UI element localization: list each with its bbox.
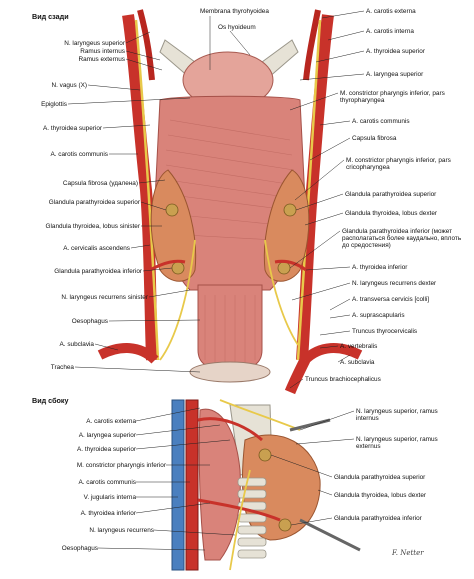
lateral-view xyxy=(171,399,361,571)
lateral-recurrent-nerve xyxy=(229,469,251,571)
label-bottom-a-carotis-externa: A. carotis externa xyxy=(86,418,136,425)
label-a-carotis-externa: A. carotis externa xyxy=(366,8,416,15)
label-bottom-a-thyroidea-inferior: A. thyroidea inferior xyxy=(80,510,136,517)
retractor-lower xyxy=(299,518,361,552)
label-a-carotis-communis-left: A. carotis communis xyxy=(50,151,108,158)
lateral-superior-laryngeal-nerve xyxy=(219,399,301,431)
label-a-carotis-interna: A. carotis interna xyxy=(366,28,414,35)
label-n-laryngeus-superior: N. laryngeus superior xyxy=(64,40,125,47)
label-a-vertebralis: A. vertebralis xyxy=(340,343,378,350)
label-bottom-parathyroidea-inferior: Glandula parathyroidea inferior xyxy=(334,515,422,522)
lateral-parathyroid-inferior xyxy=(278,518,292,532)
header-lateral-view: Вид сбоку xyxy=(32,396,69,405)
label-bottom-n-laryngeus-recurrens: N. laryngeus recurrens xyxy=(89,527,154,534)
left-subclavian xyxy=(97,343,159,364)
label-truncus-brachiocephalicus: Truncus brachiocephalicus xyxy=(305,376,381,383)
label-bottom-constrictor: M. constrictor pharyngis inferior xyxy=(76,462,166,469)
label-parathyroidea-superior-right: Glandula parathyroidea superior xyxy=(345,191,437,198)
brachiocephalic-trunk xyxy=(284,357,310,395)
label-bottom-parathyroidea-superior: Glandula parathyroidea superior xyxy=(334,474,426,481)
label-constrictor-thyropharyngea: M. constrictor pharyngis inferior, pars … xyxy=(340,90,445,104)
lateral-superior-thyroid-artery xyxy=(197,417,263,442)
left-recurrent-laryngeal-nerve xyxy=(159,239,196,361)
label-parathyroidea-inferior-left: Glandula parathyroidea inferior xyxy=(54,268,142,275)
label-a-laryngea-superior: A. laryngea superior xyxy=(366,71,424,78)
label-capsula-fibrosa-removed: Capsula fibrosa (удалена) xyxy=(62,180,138,187)
label-a-suprascapularis: A. suprascapularis xyxy=(352,312,405,319)
label-ramus-externus: Ramus externus xyxy=(78,56,125,63)
label-bottom-a-carotis-communis: A. carotis communis xyxy=(78,479,136,486)
left-vagus-nerve xyxy=(134,19,160,361)
label-n-laryngeus-recurrens-sinister: N. laryngeus recurrens sinister xyxy=(61,294,148,301)
label-os-hyoideum: Os hyoideum xyxy=(218,24,256,31)
label-a-carotis-communis-right: A. carotis communis xyxy=(352,118,410,125)
trachea xyxy=(189,361,271,383)
label-thyroidea-lobus-dexter: Glandula thyroidea, lobus dexter xyxy=(345,210,438,217)
label-constrictor-cricopharyngea: M. constrictor pharyngis inferior, pars … xyxy=(346,157,451,171)
label-parathyroidea-superior-left: Glandula parathyroidea superior xyxy=(48,199,140,206)
label-n-vagus: N. vagus (X) xyxy=(51,82,87,89)
left-external-carotid xyxy=(137,9,155,81)
retractor-upper xyxy=(289,418,331,432)
label-a-subclavia-left: A. subclavia xyxy=(59,341,94,348)
label-capsula-fibrosa: Capsula fibrosa xyxy=(352,135,397,142)
label-truncus-thyrocervicalis: Truncus thyrocervicalis xyxy=(352,328,418,335)
parathyroid-left-inferior xyxy=(171,261,185,275)
oesophagus xyxy=(197,284,263,371)
internal-jugular-vein xyxy=(171,399,185,571)
label-bottom-a-thyroidea-superior: A. thyroidea superior xyxy=(77,446,136,453)
label-bottom-ramus-externus: N. laryngeus superior, ramus externus xyxy=(356,436,438,450)
artist-signature: F. Netter xyxy=(392,549,424,557)
header-posterior-view: Вид сзади xyxy=(32,12,69,21)
label-thyroidea-lobus-sinister: Glandula thyroidea, lobus sinister xyxy=(45,223,141,230)
label-bottom-thyroidea-lobus-dexter: Glandula thyroidea, lobus dexter xyxy=(334,492,427,499)
label-bottom-a-laryngea-superior: A. laryngea superior xyxy=(78,432,136,439)
label-epiglottis: Epiglottis xyxy=(41,101,67,108)
label-parathyroidea-inferior-right: Glandula parathyroidea inferior (может р… xyxy=(342,228,462,249)
right-recurrent-laryngeal-nerve xyxy=(264,239,299,346)
label-oesophagus-top: Oesophagus xyxy=(71,318,108,325)
parathyroid-right-inferior xyxy=(277,261,291,275)
label-a-thyroidea-inferior: A. thyroidea inferior xyxy=(352,264,408,271)
label-a-cervicalis-ascendens: A. cervicalis ascendens xyxy=(63,245,130,252)
label-a-thyroidea-superior-left: A. thyroidea superior xyxy=(43,125,102,132)
label-a-transversa-cervicis: A. transversa cervicis [colli] xyxy=(352,296,430,303)
label-bottom-oesophagus: Oesophagus xyxy=(61,545,98,552)
lateral-trachea xyxy=(237,477,267,559)
label-bottom-ramus-internus: N. laryngeus superior, ramus internus xyxy=(356,408,438,422)
label-a-thyroidea-superior-right: A. thyroidea superior xyxy=(366,48,425,55)
label-bottom-v-jugularis-interna: V. jugularis interna xyxy=(83,494,136,501)
lateral-parathyroid-superior xyxy=(258,448,272,462)
label-ramus-internus: Ramus internus xyxy=(80,48,125,55)
label-n-laryngeus-recurrens-dexter: N. laryngeus recurrens dexter xyxy=(352,280,437,287)
lateral-common-carotid xyxy=(185,399,199,571)
parathyroid-left-superior xyxy=(165,203,179,217)
parathyroid-right-superior xyxy=(283,203,297,217)
muscle-fibers xyxy=(165,119,295,241)
label-a-subclavia-right: A. subclavia xyxy=(340,359,375,366)
label-trachea: Trachea xyxy=(50,364,74,371)
label-membrana-thyrohyoidea: Membrana thyrohyoidea xyxy=(200,8,269,15)
lateral-inferior-thyroid-artery xyxy=(197,498,281,522)
